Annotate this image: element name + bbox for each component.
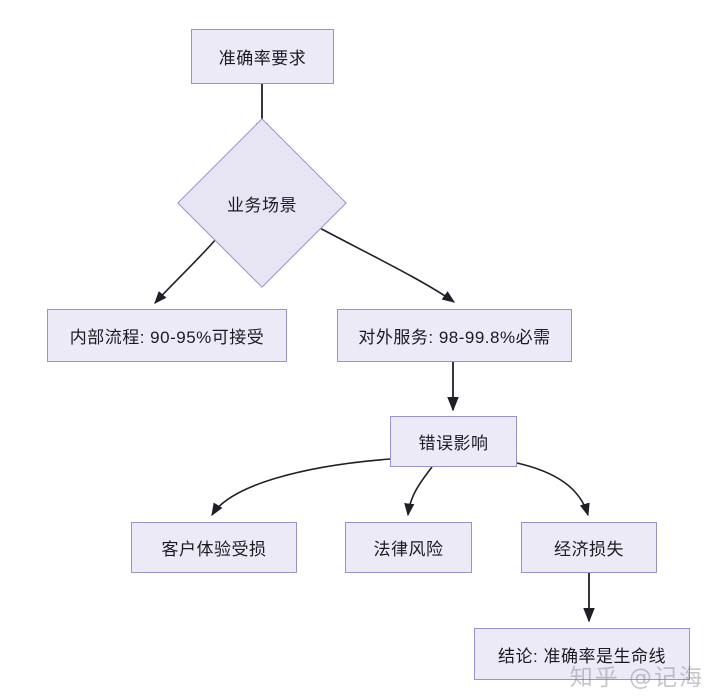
node-label: 对外服务: 98-99.8%必需 [358,328,551,347]
node-external-service[interactable]: 对外服务: 98-99.8%必需 [337,309,572,362]
node-conclusion[interactable]: 结论: 准确率是生命线 [474,628,690,680]
node-error-impact[interactable]: 错误影响 [390,416,517,467]
node-customer-experience-damage[interactable]: 客户体验受损 [131,522,297,573]
node-label: 结论: 准确率是生命线 [498,646,666,666]
edge-scenario-to-external [302,218,456,303]
node-label: 经济损失 [554,540,624,559]
zhihu-watermark: 知乎 @记海 [569,665,704,691]
node-label: 内部流程: 90-95%可接受 [69,328,265,347]
edge-impact-to-legal [404,466,433,517]
node-internal-process[interactable]: 内部流程: 90-95%可接受 [47,309,287,362]
node-label: 业务场景 [227,195,297,215]
node-label: 准确率要求 [218,49,307,68]
node-business-scenario[interactable]: 业务场景 [177,118,347,288]
node-economic-loss[interactable]: 经济损失 [521,522,657,573]
node-label: 错误影响 [418,434,489,453]
node-accuracy-requirement[interactable]: 准确率要求 [191,29,334,84]
node-label: 法律风险 [373,540,444,559]
edge-impact-to-economic [516,462,590,517]
node-label: 客户体验受损 [161,540,267,559]
node-legal-risk[interactable]: 法律风险 [345,522,472,573]
edge-impact-to-customer [211,458,391,517]
